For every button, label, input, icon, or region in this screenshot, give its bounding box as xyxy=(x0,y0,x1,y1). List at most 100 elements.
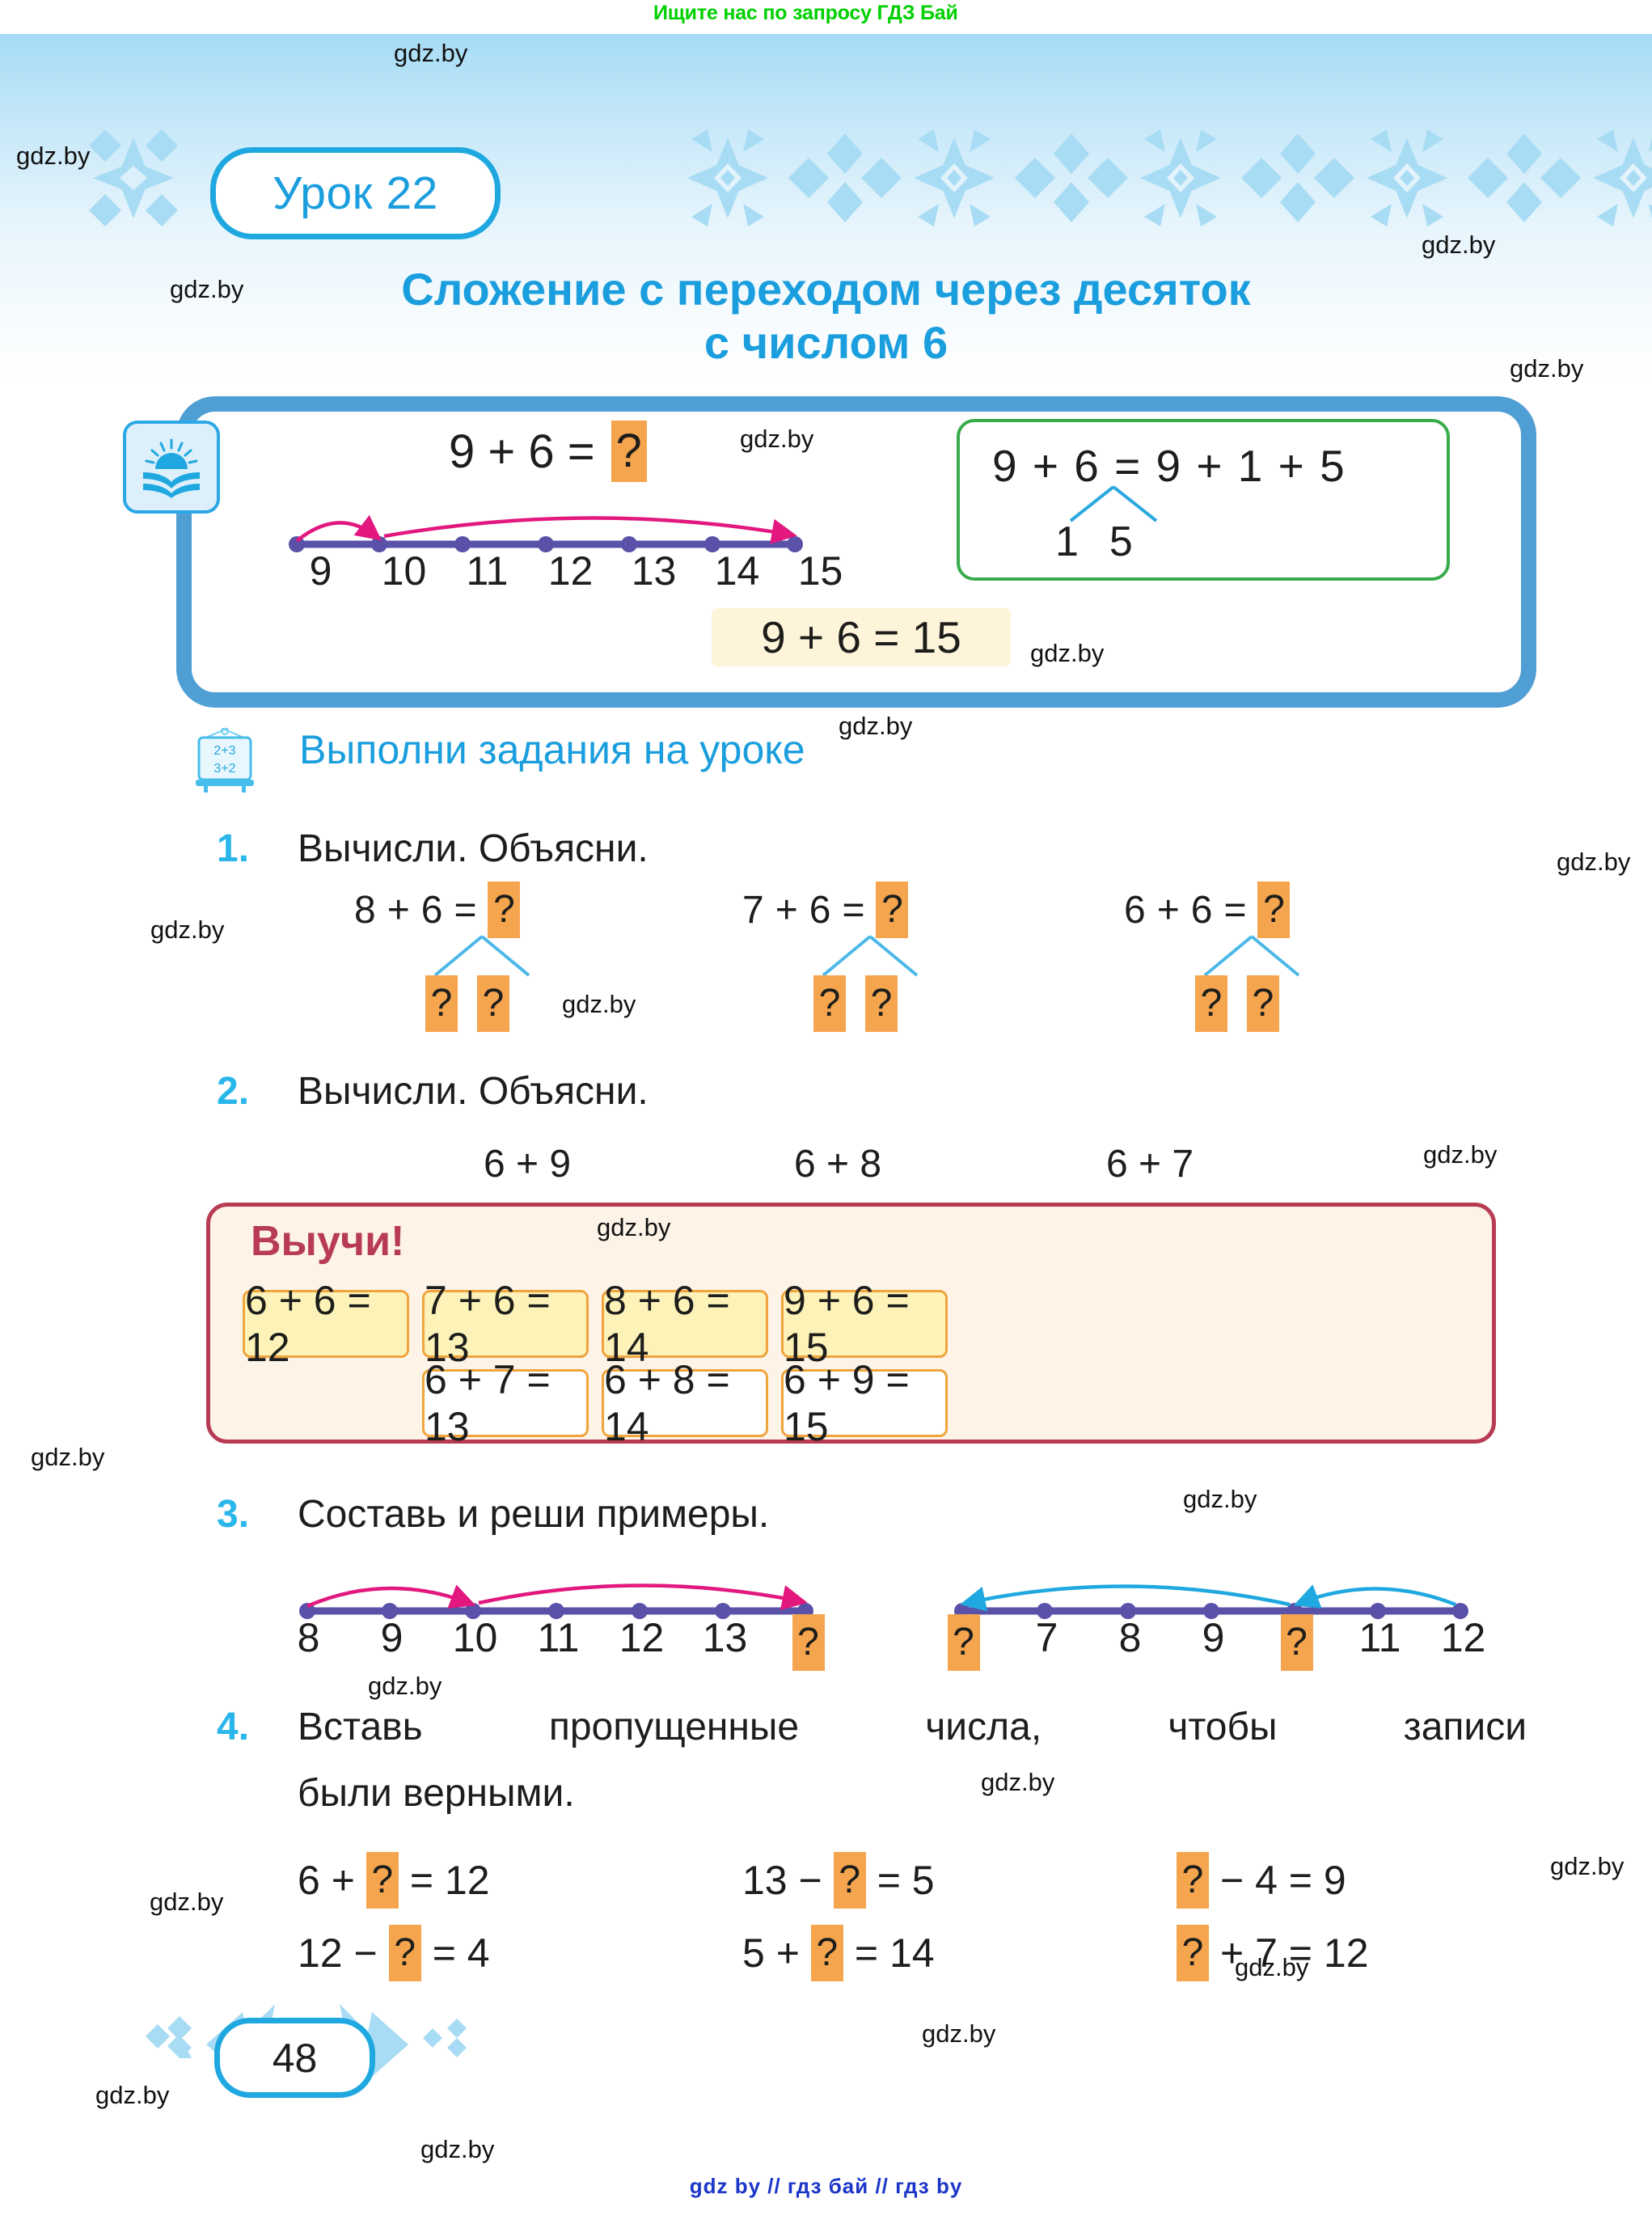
task-2-text: Вычисли. Объясни. xyxy=(298,1070,649,1113)
tree-result[interactable]: ? xyxy=(488,882,521,938)
memorize-cell: 6 + 9 = 15 xyxy=(781,1357,948,1449)
memorize-cell: 6 + 7 = 13 xyxy=(422,1357,589,1449)
expr-pre: 12 − xyxy=(298,1930,378,1976)
tree-eq: = xyxy=(454,888,477,932)
tree-result[interactable]: ? xyxy=(876,882,909,938)
branch-icon xyxy=(1203,935,1300,977)
task-3-nl2-labels: ? 7 8 9 ? 11 12 xyxy=(922,1614,1505,1671)
memorize-cell: 7 + 6 = 13 xyxy=(422,1278,589,1370)
expr-pre: 5 + xyxy=(742,1930,800,1976)
expr-blank[interactable]: ? xyxy=(388,1925,421,1981)
tree-leaf-left[interactable]: ? xyxy=(1195,975,1227,1032)
memorize-grid: 6 + 6 = 12 7 + 6 = 13 8 + 6 = 14 9 + 6 =… xyxy=(243,1278,948,1449)
expr-post: + 7 = 12 xyxy=(1220,1930,1369,1976)
tree-a: 6 xyxy=(1124,888,1146,932)
lesson-badge: Урок 22 xyxy=(210,147,501,239)
expr-post: = 5 xyxy=(877,1858,935,1903)
task-4-expression: 6 + ? = 12 xyxy=(298,1852,490,1909)
nl-label: 9 xyxy=(380,1615,403,1660)
task-2-item: 6 + 7 xyxy=(1106,1143,1194,1186)
task-1-item: 6 + 6 = ? ? ? xyxy=(1124,882,1300,1032)
task-2-number: 2. xyxy=(217,1070,250,1113)
tree-eq: = xyxy=(1223,888,1247,932)
task-4-expression: 5 + ? = 14 xyxy=(742,1925,935,1981)
expr-blank[interactable]: ? xyxy=(810,1925,843,1981)
tree-b: 6 xyxy=(1190,888,1213,932)
decomposition-part-right: 5 xyxy=(1109,518,1164,565)
task-1-number: 1. xyxy=(217,827,250,870)
nl-label: 9 xyxy=(1202,1615,1225,1660)
intro-equation: 9 + 6 = ? xyxy=(449,421,647,482)
expr-blank[interactable]: ? xyxy=(1177,1925,1209,1981)
svg-text:2+3: 2+3 xyxy=(213,744,235,758)
ornament-right xyxy=(683,121,1652,235)
nl-label: 12 xyxy=(547,548,594,594)
memorize-cell: 9 + 6 = 15 xyxy=(781,1278,948,1370)
expr-blank[interactable]: ? xyxy=(833,1852,866,1909)
footer-text: gdz by // гдз бай // гдз by xyxy=(689,2174,963,2198)
nl-label-blank[interactable]: ? xyxy=(1280,1614,1313,1671)
task-1-item: 7 + 6 = ? ? ? xyxy=(742,882,919,1032)
task-1-text: Вычисли. Объясни. xyxy=(298,827,649,870)
intro-answer-text: 9 + 6 = 15 xyxy=(761,612,961,662)
search-banner-text: Ищите нас по запросу ГДЗ Бай xyxy=(653,2,958,24)
intro-equation-unknown[interactable]: ? xyxy=(611,421,647,482)
nl-label: 8 xyxy=(1118,1615,1142,1660)
expr-pre: 6 + xyxy=(298,1858,355,1903)
tree-result[interactable]: ? xyxy=(1257,882,1291,938)
tree-a: 7 xyxy=(742,888,764,932)
nl-label: 13 xyxy=(631,548,677,594)
task-1-item: 8 + 6 = ? ? ? xyxy=(354,882,530,1032)
task-4-text-line2: были верными. xyxy=(298,1772,575,1815)
task-3-text: Составь и реши примеры. xyxy=(298,1493,770,1536)
section-heading: Выполни задания на уроке xyxy=(299,727,805,772)
nl-label: 7 xyxy=(1035,1615,1058,1660)
task-3-number-line-1: 8 9 10 11 12 13 ? xyxy=(298,1569,825,1671)
task-3-nl1-labels: 8 9 10 11 12 13 ? xyxy=(267,1614,850,1671)
nl-label: 14 xyxy=(714,548,760,594)
ornament-left xyxy=(73,121,194,235)
nl-label: 10 xyxy=(452,1615,498,1660)
search-banner: Ищите нас по запросу ГДЗ Бай xyxy=(0,0,1652,34)
nl-label-blank[interactable]: ? xyxy=(947,1614,980,1671)
task-2-item: 6 + 9 xyxy=(484,1143,572,1186)
decomposition-part-left: 1 xyxy=(1055,518,1109,565)
memorize-row: 6 + 6 = 12 7 + 6 = 13 8 + 6 = 14 9 + 6 =… xyxy=(243,1278,948,1370)
intro-answer-box: 9 + 6 = 15 xyxy=(712,608,1011,666)
task-4-expression: ? + 7 = 12 xyxy=(1177,1925,1369,1981)
expr-post: = 4 xyxy=(432,1930,490,1976)
intro-number-line-labels: 9 10 11 12 13 14 15 xyxy=(279,548,862,594)
expr-blank[interactable]: ? xyxy=(365,1852,399,1909)
task-4-text-line1: Вставь пропущенные числа, чтобы записи xyxy=(298,1706,1527,1748)
expr-post: − 4 = 9 xyxy=(1220,1858,1346,1903)
tree-b: 6 xyxy=(809,888,831,932)
nl-label: 13 xyxy=(702,1615,748,1660)
nl-label: 11 xyxy=(1358,1615,1401,1660)
page-number: 48 xyxy=(214,2018,375,2098)
tree-leaf-left[interactable]: ? xyxy=(425,975,458,1032)
tree-leaf-right[interactable]: ? xyxy=(865,975,898,1032)
expr-post: = 14 xyxy=(854,1930,935,1976)
branch-icon xyxy=(433,935,530,977)
nl-label-blank[interactable]: ? xyxy=(792,1614,825,1671)
page-title-line2: с числом 6 xyxy=(703,317,949,369)
nl-label: 12 xyxy=(1440,1615,1486,1660)
memorize-row: 6 + 7 = 13 6 + 8 = 14 6 + 9 = 15 xyxy=(422,1357,948,1449)
task-3-number: 3. xyxy=(217,1493,250,1536)
tree-leaf-left[interactable]: ? xyxy=(813,975,846,1032)
expr-blank[interactable]: ? xyxy=(1177,1852,1209,1909)
expr-post: = 12 xyxy=(409,1858,490,1903)
chalkboard-icon: 2+3 3+2 xyxy=(188,727,262,793)
tree-leaf-right[interactable]: ? xyxy=(1247,975,1279,1032)
nl-label: 11 xyxy=(466,548,509,594)
task-4-number: 4. xyxy=(217,1706,250,1748)
lesson-label: Урок 22 xyxy=(273,167,438,219)
sunrise-book-icon xyxy=(123,421,220,514)
tree-op: + xyxy=(387,888,410,932)
task-4-expression: 13 − ? = 5 xyxy=(742,1852,935,1909)
memorize-cell: 8 + 6 = 14 xyxy=(602,1278,768,1370)
decomposition-panel: 9 + 6 = 9 + 1 + 5 15 xyxy=(957,419,1450,581)
memorize-cell: 6 + 6 = 12 xyxy=(243,1278,409,1370)
tree-op: + xyxy=(1156,888,1180,932)
tree-leaf-right[interactable]: ? xyxy=(477,975,509,1032)
